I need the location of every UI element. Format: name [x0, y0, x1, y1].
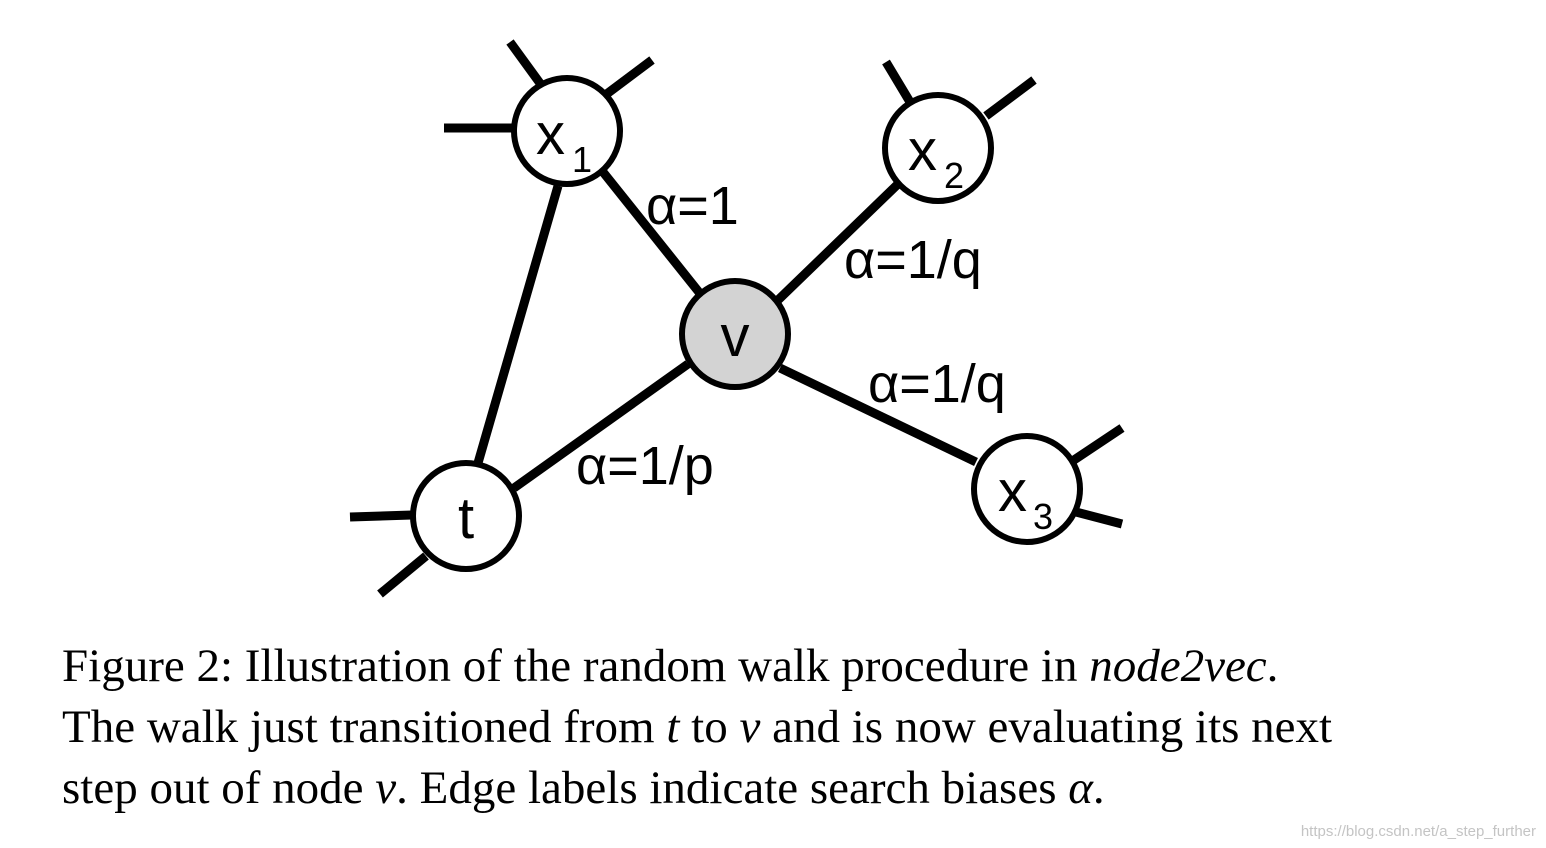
edge-t-x1 [473, 184, 563, 465]
edge-label-v-x3: α=1/q [868, 354, 1006, 414]
random-walk-diagram: α=1 α=1/q α=1/q α=1/p x 1 x 2 x 3 v t [349, 39, 1125, 598]
node-t-circle [410, 460, 522, 572]
node-x2: x 2 [882, 92, 994, 204]
figure-caption: Figure 2: Illustration of the random wal… [62, 636, 1482, 819]
node-x2-circle [882, 92, 994, 204]
caption-text: step out of node [62, 762, 376, 814]
caption-text: . [1266, 640, 1279, 692]
node-t: t [410, 460, 522, 572]
node-t-label: t [458, 486, 474, 551]
caption-math-alpha: α [1068, 762, 1093, 814]
node-x1: x 1 [511, 75, 623, 187]
x3-stub-down [1074, 507, 1124, 529]
node-v-label: v [721, 304, 750, 369]
t-stub-left [349, 510, 413, 522]
caption-text: and is now evaluating its next [760, 701, 1333, 753]
edge-label-v-x1: α=1 [646, 176, 739, 236]
x2-stub-up [882, 59, 914, 105]
x1-stub-right [601, 56, 655, 100]
edge-label-v-x2: α=1/q [844, 230, 982, 290]
caption-text: . Edge labels indicate search biases [396, 762, 1069, 814]
x3-stub-up [1071, 424, 1125, 464]
node-x3-subscript: 3 [1033, 496, 1053, 537]
dangling-edges [349, 39, 1125, 598]
caption-line-3: step out of node v. Edge labels indicate… [62, 758, 1482, 819]
caption-math-v: v [739, 701, 761, 753]
edge-v-t [511, 360, 691, 492]
node-v: v [679, 278, 791, 390]
node-x3-circle [971, 433, 1083, 545]
t-stub-down [377, 552, 429, 598]
caption-text: The walk just transitioned from [62, 701, 667, 753]
edge-v-x2 [772, 180, 902, 306]
caption-math-t: t [666, 701, 680, 753]
edge-v-x3 [778, 363, 978, 467]
x1-stub-up [506, 39, 546, 89]
caption-text: Figure 2: Illustration of the random wal… [62, 640, 1090, 692]
caption-text: to [679, 701, 740, 753]
edge-label-v-t: α=1/p [576, 436, 714, 496]
node-v-circle [679, 278, 791, 390]
caption-math-v: v [375, 762, 397, 814]
caption-line-1: Figure 2: Illustration of the random wal… [62, 636, 1482, 697]
watermark: https://blog.csdn.net/a_step_further [1300, 823, 1536, 840]
caption-method-name: node2vec [1089, 640, 1267, 692]
caption-text: . [1092, 762, 1105, 814]
node-x3: x 3 [971, 433, 1083, 545]
node-x1-label: x [536, 102, 565, 167]
edge-labels: α=1 α=1/q α=1/q α=1/p [576, 176, 1006, 496]
node-x3-label: x [998, 459, 1027, 524]
edge-v-x1 [599, 169, 706, 299]
edges [473, 169, 978, 492]
node-x1-circle [511, 75, 623, 187]
caption-line-2: The walk just transitioned from t to v a… [62, 697, 1482, 758]
node-x2-subscript: 2 [944, 155, 964, 196]
x2-stub-right [983, 76, 1037, 120]
node-x2-label: x [908, 118, 937, 183]
node-x1-subscript: 1 [572, 139, 592, 180]
